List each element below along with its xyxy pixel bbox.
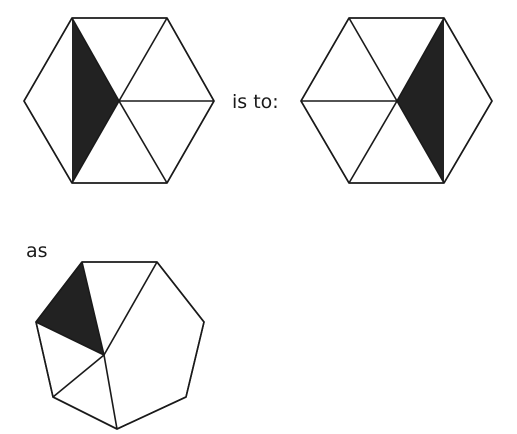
as-label: as xyxy=(26,240,48,262)
heptagon-spoke xyxy=(103,261,158,356)
hexagon-1-spoke xyxy=(118,17,168,102)
hexagon-2-border xyxy=(300,17,493,184)
heptagon-spoke xyxy=(81,261,105,356)
hexagon-2-spoke xyxy=(396,100,445,184)
hexagon-1-shaded-wedge xyxy=(72,18,119,183)
heptagon-border xyxy=(35,261,205,430)
heptagon-outline xyxy=(35,261,205,430)
hexagon-shape-2 xyxy=(300,17,493,184)
heptagon-spoke xyxy=(35,321,105,356)
hexagon-2-shaded-wedge xyxy=(397,18,444,183)
is-to-label: is to: xyxy=(232,91,279,113)
hexagon-1-border xyxy=(23,17,215,184)
hexagon-1-spoke xyxy=(118,100,168,184)
heptagon-spoke xyxy=(52,354,105,398)
hexagon-1-spoke xyxy=(71,100,120,184)
hexagon-shape-1 xyxy=(23,17,215,184)
heptagon-shape xyxy=(35,261,205,430)
hexagon-2-spoke xyxy=(396,17,445,102)
heptagon-spoke xyxy=(103,354,118,430)
hexagon-1-spoke xyxy=(71,17,120,102)
hexagon-2-spoke xyxy=(348,100,398,184)
hexagon-2-spoke xyxy=(348,17,398,102)
